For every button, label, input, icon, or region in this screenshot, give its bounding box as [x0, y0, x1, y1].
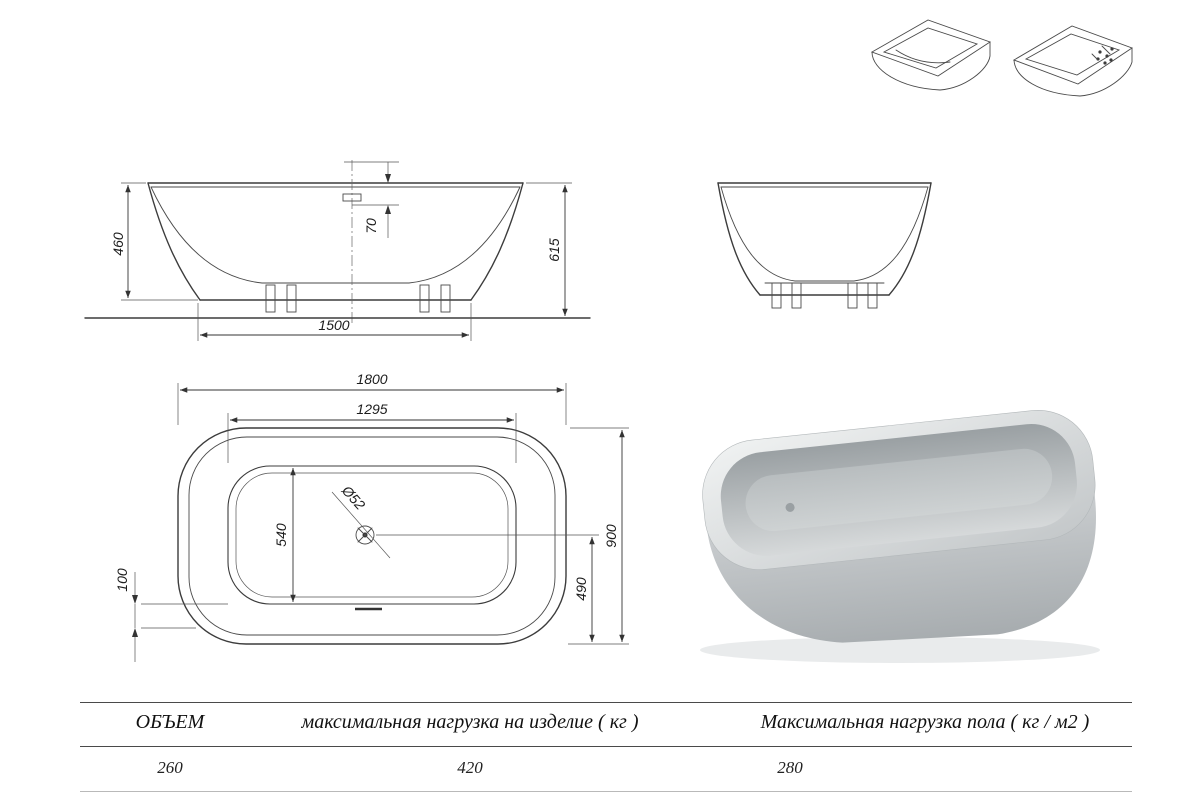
drain-leader-line [331, 491, 391, 559]
iso-thumbnail-right [1012, 25, 1133, 97]
dim-900-label: 900 [603, 524, 619, 548]
product-render [700, 409, 1100, 663]
front-view: 460 70 615 1500 [84, 160, 591, 341]
dim-490-label: 490 [573, 577, 589, 601]
dim-1800-label: 1800 [356, 371, 387, 387]
dim-70-label: 70 [363, 218, 379, 234]
dim-615-label: 615 [546, 238, 562, 262]
drain [331, 491, 391, 559]
side-feet [764, 282, 885, 309]
render-shadow [700, 637, 1100, 663]
render-basin-floor [745, 448, 1053, 532]
iso-jets-detail [1091, 45, 1114, 65]
dim-1500-label: 1500 [318, 317, 349, 333]
dim-540-label: 540 [273, 523, 289, 547]
dim-100-label: 100 [114, 568, 130, 592]
side-view [717, 182, 932, 309]
dim-1295-label: 1295 [356, 401, 387, 417]
plan-view: Ø52 1800 1295 540 100 490 900 [114, 371, 629, 662]
dim-460-label: 460 [110, 232, 126, 256]
front-feet [265, 284, 451, 313]
render-drain [785, 502, 795, 512]
dim-drain-label: Ø52 [338, 482, 368, 513]
iso-thumbnail-left [870, 19, 992, 91]
overflow-fitting [342, 193, 362, 202]
